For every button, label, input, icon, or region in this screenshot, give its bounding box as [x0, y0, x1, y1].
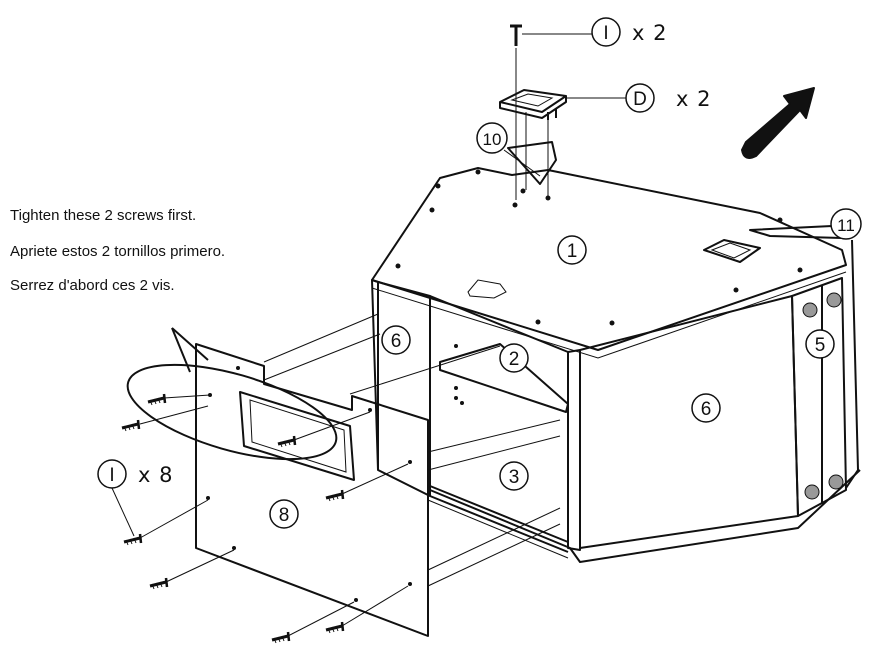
hardware-callout-panel-screw: I x 8: [97, 459, 173, 537]
part-label-10: 10: [476, 122, 508, 154]
top-screw: [510, 24, 592, 200]
hardware-cam-label: D: [633, 89, 647, 110]
guide-lines: [263, 313, 561, 587]
part-label-8-text: 8: [279, 505, 290, 526]
part-label-3: 3: [499, 461, 529, 491]
part-label-2-text: 2: [509, 349, 520, 370]
cam-lock: [499, 89, 626, 196]
leg-bracket-10: [503, 141, 557, 185]
front-panel-8: [195, 343, 429, 637]
highlight-ellipse: [126, 327, 338, 461]
door-panel-6: [567, 295, 799, 551]
side-panel-5: [791, 239, 859, 517]
part-label-11-text: 11: [837, 216, 855, 235]
hardware-panel-screw-qty: x 8: [138, 463, 173, 487]
left-panel-6: [371, 279, 569, 553]
part-label-11: 11: [830, 208, 862, 240]
part-label-6-side-text: 6: [391, 331, 402, 352]
hardware-callout-top-screw: I x 2: [591, 17, 667, 47]
instruction-es: Apriete estos 2 tornillos primero.: [10, 243, 226, 260]
part-label-1-text: 1: [567, 241, 578, 262]
part-label-1: 1: [557, 235, 587, 265]
part-label-8: 8: [269, 499, 299, 529]
instruction-en: Tighten these 2 screws first.: [10, 207, 197, 224]
top-panel: [371, 167, 847, 359]
part-label-6-front: 6: [691, 393, 721, 423]
part-label-5-text: 5: [815, 335, 826, 356]
part-label-6-side: 6: [381, 325, 411, 355]
hardware-top-screw-label: I: [603, 23, 608, 44]
hardware-cam-qty: x 2: [676, 87, 711, 111]
hardware-top-screw-qty: x 2: [632, 21, 667, 45]
panel-screws: [120, 392, 409, 645]
arrow-icon: [741, 87, 815, 159]
hardware-callout-cam: D x 2: [625, 83, 711, 113]
instruction-fr: Serrez d'abord ces 2 vis.: [10, 277, 175, 294]
part-label-10-text: 10: [483, 130, 502, 149]
hardware-panel-screw-label: I: [109, 465, 114, 486]
part-label-5: 5: [805, 329, 835, 359]
part-label-2: 2: [499, 343, 529, 373]
part-label-3-text: 3: [509, 467, 520, 488]
bracket-11: [749, 225, 843, 239]
part-label-6-front-text: 6: [701, 399, 712, 420]
